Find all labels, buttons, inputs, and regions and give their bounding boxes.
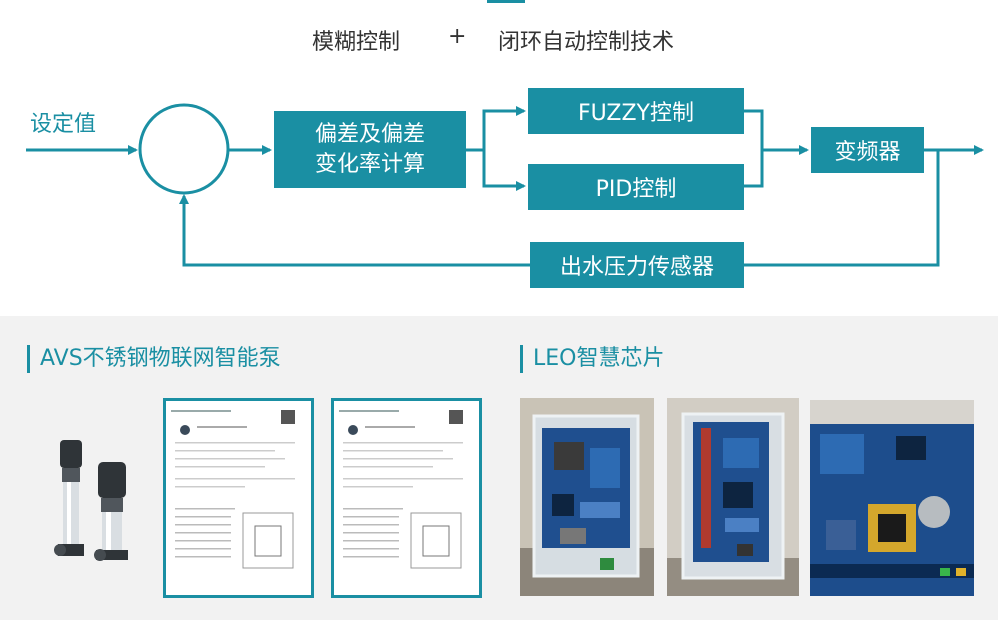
chip-photo-2 (667, 398, 799, 596)
branch-to-pid-arrow (482, 150, 526, 191)
pid-control-label: PID控制 (595, 177, 677, 202)
flow-diagram (26, 103, 984, 267)
merge-bracket (744, 109, 764, 188)
pressure-sensor-label: 出水压力传感器 (559, 255, 714, 280)
patent-certificate-image-2 (331, 398, 482, 598)
pressure-sensor-box: 出水压力传感器 (530, 242, 744, 288)
pid-control-box: PID控制 (528, 164, 744, 210)
pump-product-image (54, 440, 128, 561)
top-accent-bar (487, 0, 525, 3)
deviation-line-2: 变化率计算 (314, 151, 425, 177)
chip-photo-1 (520, 398, 654, 596)
inverter-label: 变频器 (834, 140, 901, 165)
chip-section-title: LEO智慧芯片 (520, 345, 664, 373)
chip-photo-3 (810, 400, 974, 596)
fuzzy-control-box: FUZZY控制 (528, 88, 744, 134)
deviation-line-1: 偏差及偏差 (314, 121, 425, 147)
header-plus: + (448, 24, 467, 49)
header-title: 模糊控制 + 闭环自动控制技术 (0, 24, 998, 58)
setpoint-label: 设定值 (30, 112, 97, 137)
patent-certificate-image-1 (163, 398, 314, 598)
pump-section-title: AVS不锈钢物联网智能泵 (27, 345, 281, 373)
header-closed-loop: 闭环自动控制技术 (498, 30, 675, 55)
branch-to-fuzzy-arrow (482, 106, 526, 150)
inverter-box: 变频器 (811, 127, 924, 173)
feedback-arrow (179, 194, 530, 267)
fuzzy-control-label: FUZZY控制 (578, 101, 694, 126)
feedback-line-right (744, 150, 940, 267)
summing-junction (138, 103, 230, 195)
header-fuzzy-control: 模糊控制 (312, 30, 401, 55)
deviation-calc-box: 偏差及偏差 变化率计算 (274, 111, 466, 188)
